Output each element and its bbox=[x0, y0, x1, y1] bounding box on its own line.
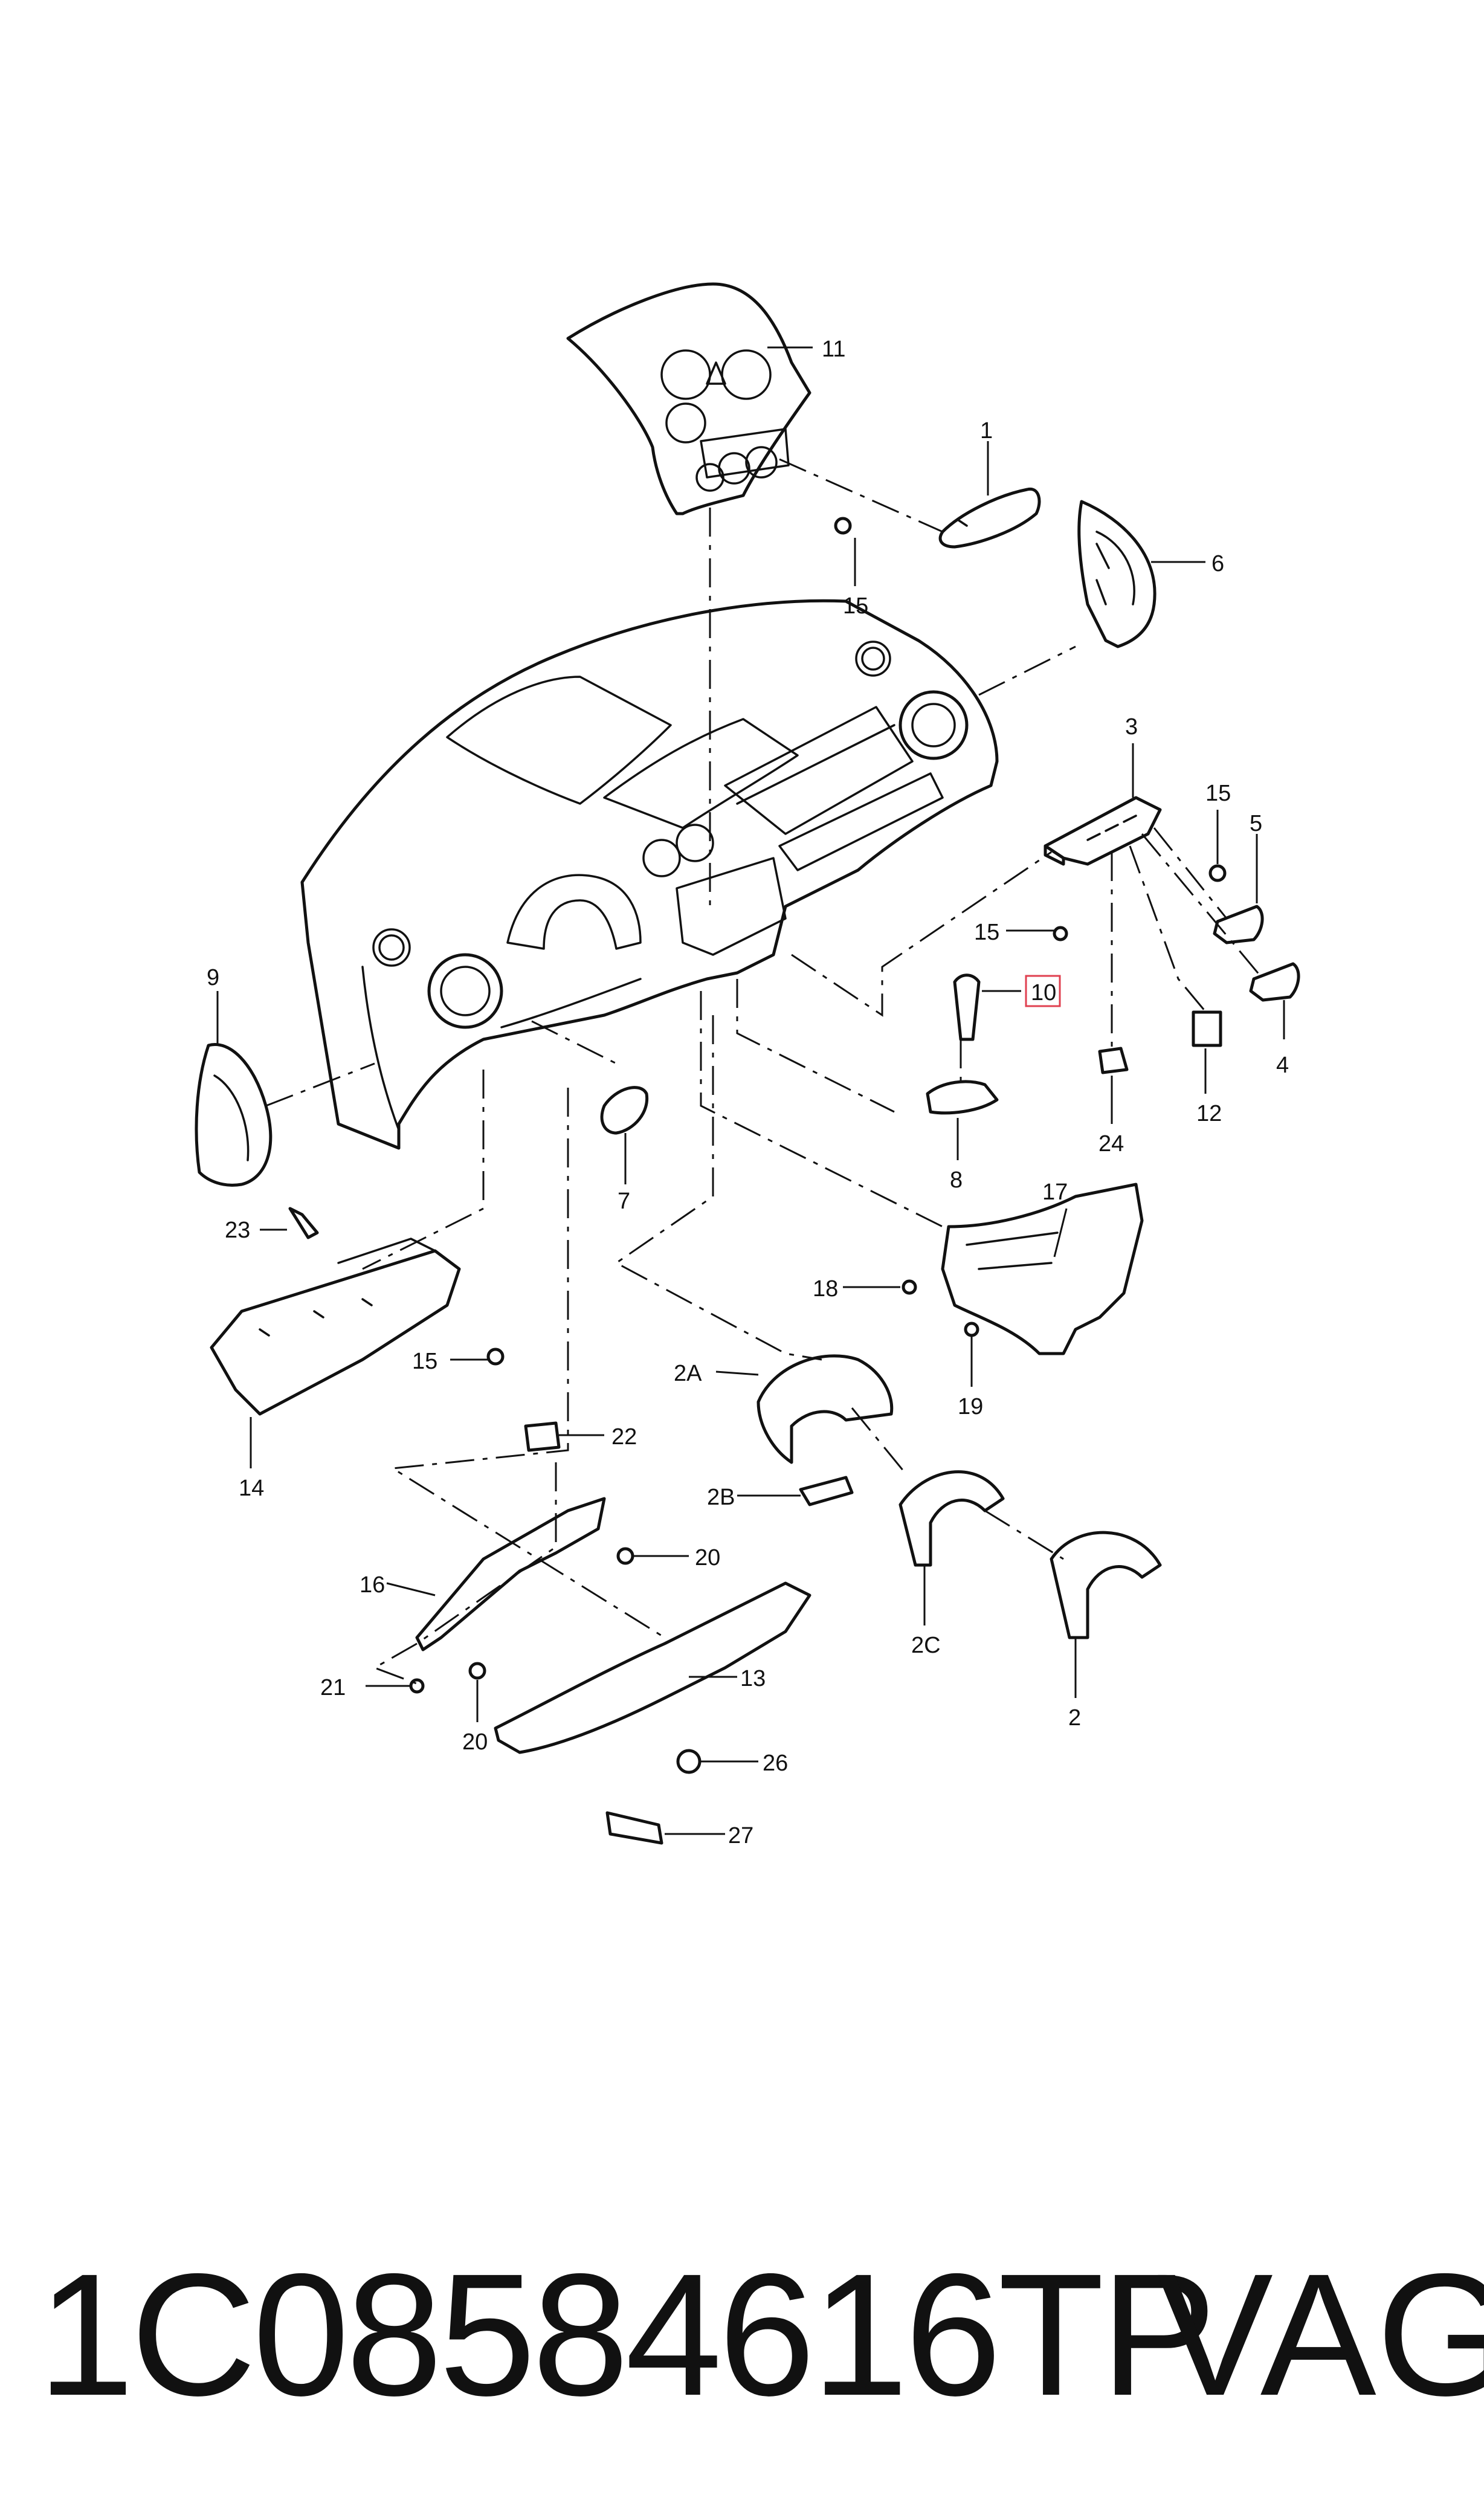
part-1-cover bbox=[938, 487, 1041, 549]
part-2-cover bbox=[1050, 1531, 1162, 1639]
leader-lines bbox=[216, 346, 1285, 1835]
screw-18-icon bbox=[964, 1322, 979, 1337]
part-14-lower-panel bbox=[210, 1238, 461, 1416]
part-19-bracket bbox=[415, 1497, 606, 1651]
brand-text: VAG bbox=[1157, 2238, 1484, 2432]
callout-16: 17 bbox=[1042, 1180, 1068, 1205]
callout-labels: 11 1 6 15 3 15 5 15 10 4 12 24 8 17 7 9 … bbox=[207, 337, 1289, 1848]
callout-2b: 2B bbox=[707, 1485, 735, 1510]
callout-23: 23 bbox=[225, 1218, 250, 1243]
screw-icon bbox=[486, 517, 1227, 1366]
callout-17: 18 bbox=[813, 1276, 838, 1302]
callout-5: 4 bbox=[1276, 1053, 1289, 1078]
callout-24: 24 bbox=[1098, 1131, 1124, 1157]
part-13-block bbox=[1192, 1010, 1222, 1047]
part-26-cap bbox=[676, 1749, 702, 1774]
callout-9: 9 bbox=[207, 965, 219, 990]
exploded-parts-diagram: 11 1 6 15 3 15 5 15 10 4 12 24 8 17 7 9 … bbox=[195, 282, 1300, 1848]
part-11-lever bbox=[953, 973, 981, 1041]
callout-10: 6 bbox=[1211, 551, 1224, 576]
part-number-text: 1C08584616TP bbox=[37, 2238, 1217, 2432]
part-3-switch-bracket bbox=[1044, 796, 1162, 866]
part-2a-cover bbox=[757, 1354, 894, 1464]
callout-8: 8 bbox=[950, 1167, 963, 1193]
part-7-knob bbox=[600, 1086, 649, 1135]
callout-3: 3 bbox=[1125, 714, 1138, 740]
relation-lines bbox=[265, 458, 1264, 1687]
screw-17-icon bbox=[902, 1279, 917, 1295]
callout-21: 21 bbox=[320, 1675, 346, 1700]
callout-13: 12 bbox=[1196, 1101, 1222, 1126]
callout-22: 22 bbox=[611, 1424, 637, 1450]
part-8-boot bbox=[926, 1080, 999, 1115]
callout-20: 20 bbox=[695, 1545, 720, 1571]
part-24-clip bbox=[1098, 1047, 1129, 1074]
callout-27: 27 bbox=[728, 1823, 753, 1848]
callout-6: 5 bbox=[1250, 811, 1262, 836]
callout-15: 15 bbox=[412, 1349, 437, 1374]
callout-19: 16 bbox=[360, 1572, 385, 1598]
part-16-knee-bolster bbox=[941, 1183, 1144, 1355]
callout-1: 1 bbox=[980, 418, 993, 444]
part-9-side-trim bbox=[195, 1043, 273, 1187]
part-23-bolt bbox=[288, 1207, 319, 1239]
callout-15: 15 bbox=[843, 593, 868, 619]
part-4-center-cover bbox=[566, 282, 811, 515]
callout-7: 7 bbox=[618, 1189, 630, 1214]
part-10-side-trim bbox=[1077, 500, 1157, 648]
callout-2c: 2C bbox=[911, 1633, 941, 1658]
part-27-connector bbox=[605, 1811, 663, 1845]
callout-2a: 2A bbox=[674, 1361, 702, 1386]
dashboard-assembly bbox=[300, 599, 999, 1150]
callout-2: 2 bbox=[1068, 1705, 1081, 1731]
callout-15: 15 bbox=[974, 920, 999, 945]
part-22-clip bbox=[524, 1421, 561, 1452]
callout-14: 14 bbox=[239, 1476, 264, 1501]
screw-icon bbox=[409, 1547, 634, 1694]
callout-12: 13 bbox=[740, 1666, 766, 1691]
part-6-switch bbox=[1213, 905, 1264, 944]
part-2c-cover bbox=[898, 1470, 1005, 1567]
callout-26: 26 bbox=[763, 1751, 788, 1776]
callout-11-highlight bbox=[1025, 975, 1061, 1007]
callout-15: 15 bbox=[1205, 781, 1231, 806]
callout-20: 20 bbox=[462, 1729, 488, 1755]
part-12-lower-trim bbox=[494, 1581, 811, 1754]
callout-11: 10 bbox=[1031, 980, 1056, 1006]
part-5-switch bbox=[1249, 962, 1300, 1002]
part-2b-cover bbox=[799, 1476, 854, 1506]
callout-4: 11 bbox=[822, 337, 845, 362]
callout-18: 19 bbox=[958, 1394, 983, 1419]
